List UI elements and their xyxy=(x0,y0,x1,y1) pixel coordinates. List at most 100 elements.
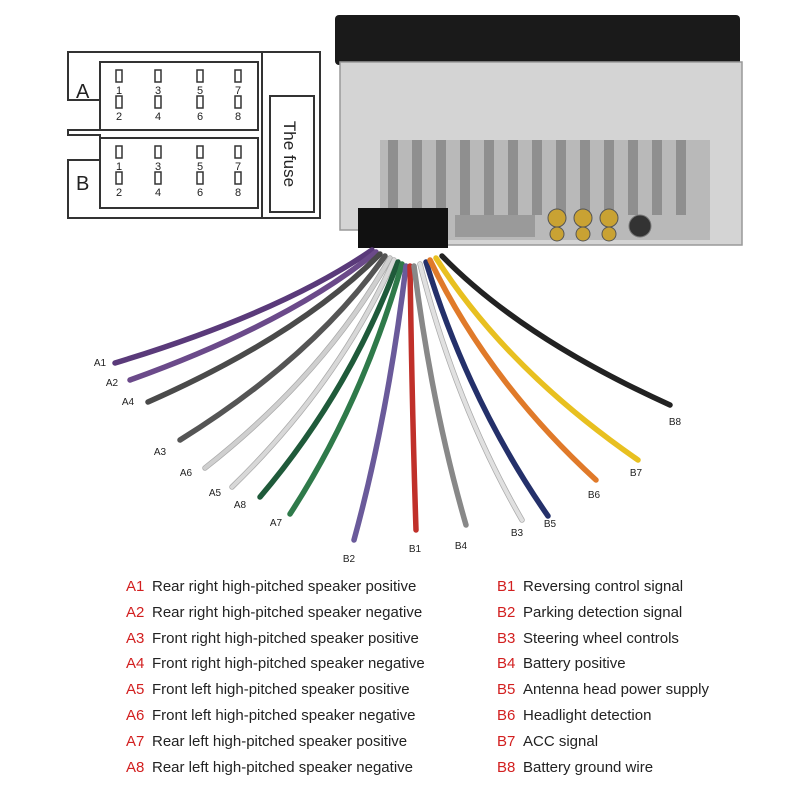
pin-slot xyxy=(196,95,204,109)
legend-code: B1 xyxy=(497,578,516,595)
pin-number: 1 xyxy=(116,161,122,173)
legend-row: A2 Rear right high-pitched speaker negati… xyxy=(126,600,486,626)
legend-text: Steering wheel controls xyxy=(523,629,679,647)
heatsink-fin xyxy=(436,140,446,215)
connector-pinout xyxy=(67,51,321,219)
wire-label: B6 xyxy=(588,490,601,501)
legend-text: ACC signal xyxy=(523,732,599,750)
heatsink-fin xyxy=(652,140,662,215)
legend-row: A5 Front left high-pitched speaker positi… xyxy=(126,677,486,703)
wire xyxy=(230,258,396,489)
pin-slot xyxy=(234,145,242,159)
group-b-label: B xyxy=(76,173,89,195)
heatsink-fin xyxy=(676,140,686,215)
connector-outline xyxy=(67,51,263,219)
wire-label: B5 xyxy=(544,519,557,530)
head-unit-front-panel xyxy=(335,15,740,65)
wire xyxy=(424,260,550,518)
pin-slot xyxy=(234,171,242,185)
legend-text: Front left high-pitched speaker negative xyxy=(152,706,416,724)
wire xyxy=(412,264,468,527)
pin-slot xyxy=(115,69,123,83)
legend-text: Rear left high-pitched speaker negative xyxy=(152,758,413,776)
pin-number: 6 xyxy=(197,111,203,123)
wire xyxy=(440,254,672,407)
heatsink-fins xyxy=(388,140,686,215)
legend-text: Antenna head power supply xyxy=(523,681,709,699)
legend-text: Front right high-pitched speaker positiv… xyxy=(152,629,419,647)
legend-code: A4 xyxy=(126,655,145,673)
legend-row: A3 Front right high-pitched speaker posit… xyxy=(126,626,486,652)
pin-slot xyxy=(115,171,123,185)
heatsink-fin xyxy=(388,140,398,215)
legend-text: Rear right high-pitched speaker negative xyxy=(152,603,423,621)
legend-code: A2 xyxy=(126,603,145,621)
rear-port-block xyxy=(455,215,535,237)
wire-label: A1 xyxy=(94,358,107,369)
legend-text: Rear right high-pitched speaker positive xyxy=(152,578,417,595)
wire-label: A7 xyxy=(270,518,283,529)
legend-code: A7 xyxy=(126,732,145,750)
pin-block-b xyxy=(99,137,259,209)
pin-slot xyxy=(154,171,162,185)
wire-label: A5 xyxy=(209,488,222,499)
legend-text: Rear left high-pitched speaker positive xyxy=(152,732,408,750)
fuse-label: The fuse xyxy=(280,121,299,187)
pin-number: 7 xyxy=(235,85,241,97)
legend-row: B7 ACC signal xyxy=(497,729,787,755)
legend-text: Headlight detection xyxy=(523,706,652,724)
pin-number: 3 xyxy=(155,161,161,173)
wire-outline xyxy=(433,255,641,463)
legend-row: B3 Steering wheel controls xyxy=(497,626,787,652)
legend-text: Front left high-pitched speaker positive xyxy=(152,681,410,699)
heatsink-fin xyxy=(412,140,422,215)
legend-code: B5 xyxy=(497,681,516,699)
pin-number: 8 xyxy=(235,187,241,199)
legend-code: B7 xyxy=(497,732,516,750)
pin-number: 2 xyxy=(116,111,122,123)
heatsink-fin xyxy=(628,140,638,215)
pin-block-a xyxy=(99,61,259,131)
wire-label: A3 xyxy=(154,447,167,458)
heatsink-fin xyxy=(532,140,542,215)
wire-label: A8 xyxy=(234,500,247,511)
pin-slot xyxy=(154,145,162,159)
legend-row: B5 Antenna head power supply xyxy=(497,677,787,703)
legend-row: A8 Rear left high-pitched speaker negativ… xyxy=(126,755,486,781)
legend-code: B8 xyxy=(497,758,516,776)
pin-number: 7 xyxy=(235,161,241,173)
rca-jack xyxy=(601,226,617,242)
legend-text: Front right high-pitched speaker negativ… xyxy=(152,655,425,673)
group-a-label: A xyxy=(76,81,90,103)
legend-a-group: A1 Rear right high-pitched speaker positi… xyxy=(126,574,486,780)
pin-number: 8 xyxy=(235,111,241,123)
legend-code: A8 xyxy=(126,758,145,776)
wire-label: A6 xyxy=(180,468,193,479)
wire-label: B4 xyxy=(455,541,468,552)
legend-code: A5 xyxy=(126,681,145,699)
pin-slot xyxy=(196,171,204,185)
rca-jack xyxy=(547,208,567,228)
legend-code: A1 xyxy=(126,578,145,595)
legend-code: A3 xyxy=(126,629,145,647)
heatsink-fin xyxy=(556,140,566,215)
wire xyxy=(146,252,382,404)
wire-label: A4 xyxy=(122,397,135,408)
wire-label: B1 xyxy=(409,544,422,555)
legend-code: A6 xyxy=(126,706,145,724)
rca-jack xyxy=(575,226,591,242)
pin-slot xyxy=(115,145,123,159)
legend-code: B3 xyxy=(497,629,516,647)
wire xyxy=(288,262,404,516)
pin-number: 2 xyxy=(116,187,122,199)
wire-label: B2 xyxy=(343,554,356,565)
heatsink-fin xyxy=(460,140,470,215)
rca-jack xyxy=(599,208,619,228)
legend-code: B4 xyxy=(497,655,516,673)
wire-label: B8 xyxy=(669,417,682,428)
pin-slot xyxy=(196,145,204,159)
